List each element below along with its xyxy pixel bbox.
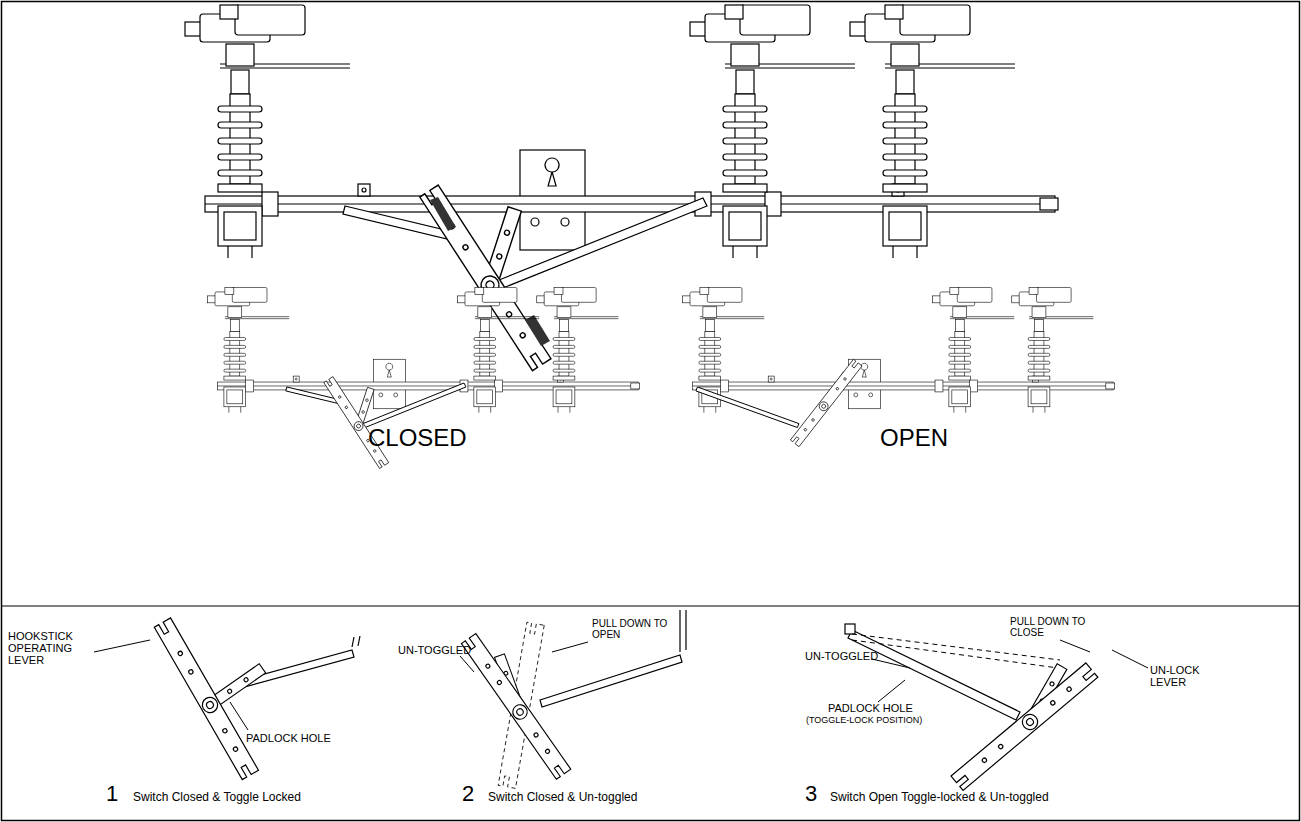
callout-number: 3 xyxy=(805,782,817,806)
part-label: PADLOCK HOLE xyxy=(246,732,331,744)
caption-text: Switch Closed & Un-toggled xyxy=(488,791,637,804)
part-label: (TOGGLE-LOCK POSITION) xyxy=(806,716,922,726)
part-label: UN-TOGGLED xyxy=(398,644,471,656)
state-label: OPEN xyxy=(880,425,948,451)
part-label: UN-TOGGLED xyxy=(805,650,878,662)
part-label: PADLOCK HOLE xyxy=(828,702,913,714)
caption-text: Switch Open Toggle-locked & Un-toggled xyxy=(830,791,1049,804)
instruction-label: PULL DOWN TO OPEN xyxy=(592,618,672,640)
callout-number: 1 xyxy=(106,782,118,806)
part-label: HOOKSTICK OPERATING LEVER xyxy=(8,630,96,666)
callout-number: 2 xyxy=(462,782,474,806)
part-label: UN-LOCK LEVER xyxy=(1150,664,1210,688)
state-label: CLOSED xyxy=(368,425,467,451)
caption-text: Switch Closed & Toggle Locked xyxy=(133,791,301,804)
instruction-label: PULL DOWN TO CLOSE xyxy=(1010,616,1090,638)
